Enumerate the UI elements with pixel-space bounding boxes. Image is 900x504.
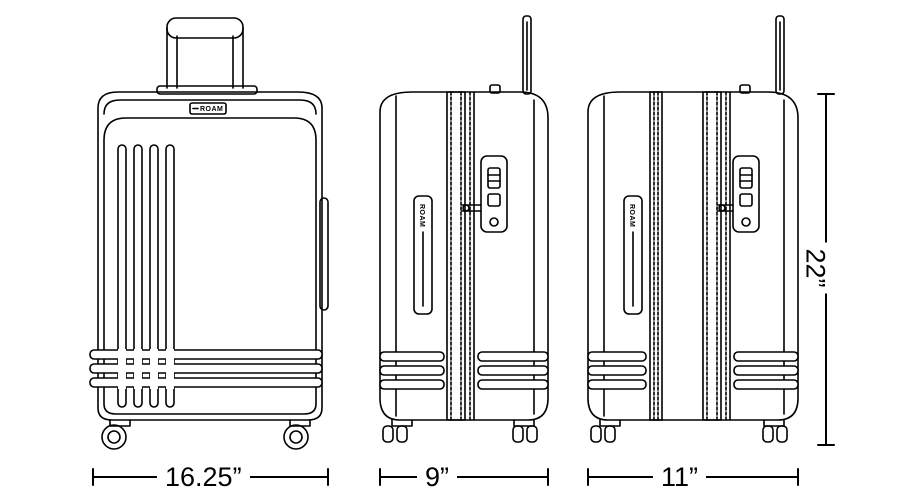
front-stripes (117, 144, 175, 408)
front-bands (89, 349, 323, 389)
side-bands (379, 351, 549, 390)
side-logo-text: ROAM (418, 204, 425, 227)
expanded-shell-outline (587, 91, 799, 421)
expanded-logo-text: ROAM (628, 204, 635, 227)
expansion-zipper (649, 91, 663, 421)
brand-badge: ROAM (189, 102, 227, 115)
front-shell-outline (97, 91, 323, 421)
expanded-center-zipper (702, 91, 731, 421)
side-carry-handle (319, 197, 329, 311)
expanded-bands (587, 351, 799, 390)
side-zipper (446, 91, 475, 421)
expanded-depth-dimension-label: 11” (653, 462, 707, 492)
width-dimension-label: 16.25” (157, 462, 250, 492)
telescoping-handle (156, 17, 258, 95)
side-wheels (382, 419, 538, 443)
side-view-suitcase: ROAM (379, 15, 549, 443)
expanded-wheels (590, 419, 788, 443)
expanded-side-view-suitcase: ROAM (587, 15, 799, 443)
depth-dimension-label: 9” (417, 462, 458, 492)
front-wheels (101, 419, 311, 450)
expanded-handle-recess: ROAM (623, 195, 643, 315)
side-shell-outline (379, 91, 549, 421)
front-view-suitcase: ROAM (89, 17, 329, 450)
side-handle-recess: ROAM (413, 195, 433, 315)
dimension-line-side-depth (379, 468, 549, 486)
expanded-combination-lock (717, 155, 760, 233)
side-combination-lock (461, 155, 508, 233)
height-dimension-label: 22” (800, 242, 831, 294)
front-panel (103, 117, 317, 415)
brand-logo-text: ROAM (200, 106, 223, 113)
